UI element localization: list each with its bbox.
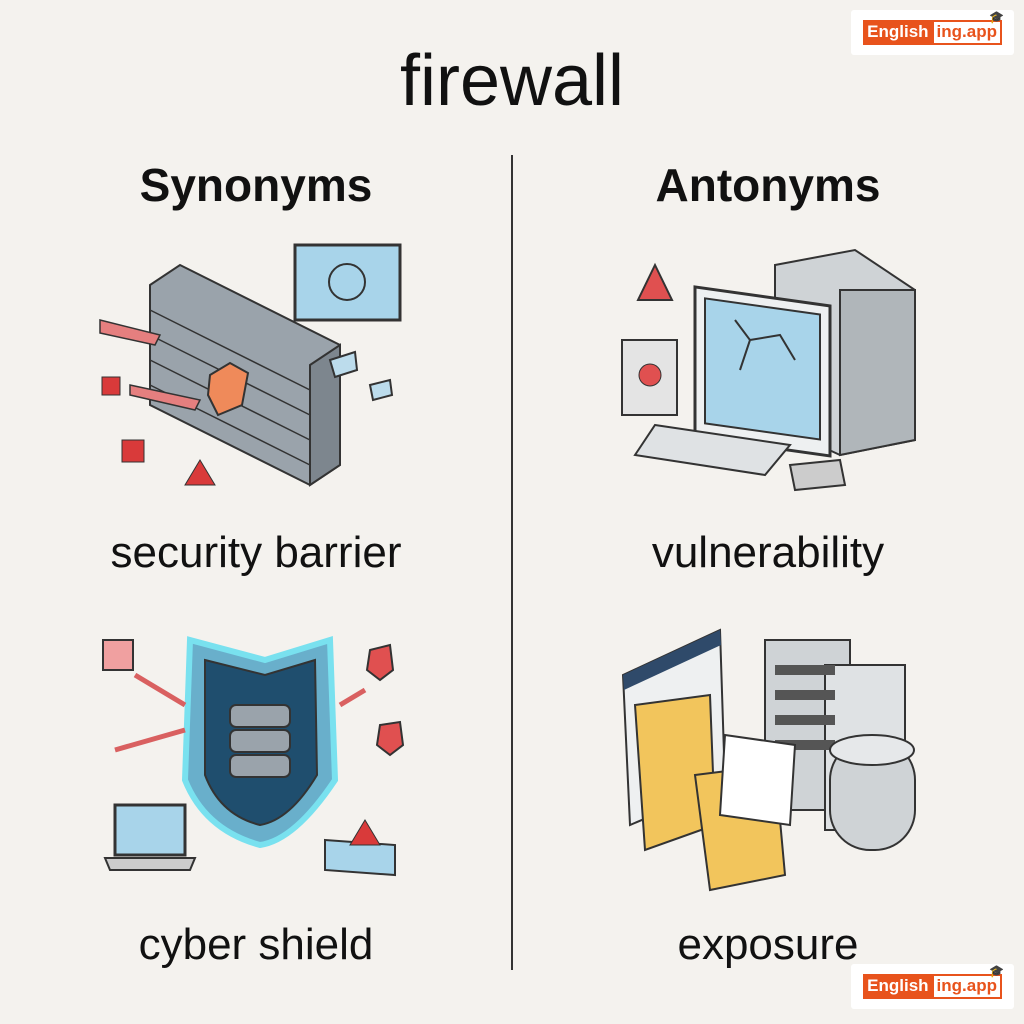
synonyms-heading: Synonyms	[139, 159, 373, 211]
brick-firewall-icon	[99, 243, 402, 487]
logo-text-2: ing.app🎓	[931, 964, 1004, 999]
graduation-cap-icon: 🎓	[989, 10, 1004, 24]
broken-computer-icon	[621, 248, 916, 492]
synonym-label: cyber shield	[138, 920, 374, 969]
logo-text-1: English	[863, 974, 932, 999]
antonym-label: vulnerability	[651, 528, 885, 577]
exposed-data-icon	[621, 628, 916, 892]
graduation-cap-icon: 🎓	[989, 964, 1004, 978]
synonym-label: security barrier	[110, 528, 402, 577]
antonyms-heading: Antonyms	[655, 159, 881, 211]
logo-text-1: English	[863, 20, 932, 45]
antonym-label: exposure	[677, 920, 859, 969]
logo-text-2: ing.app🎓	[931, 10, 1004, 45]
divider	[511, 155, 513, 970]
page-title: firewall	[399, 41, 625, 121]
cyber-shield-icon	[102, 635, 405, 877]
